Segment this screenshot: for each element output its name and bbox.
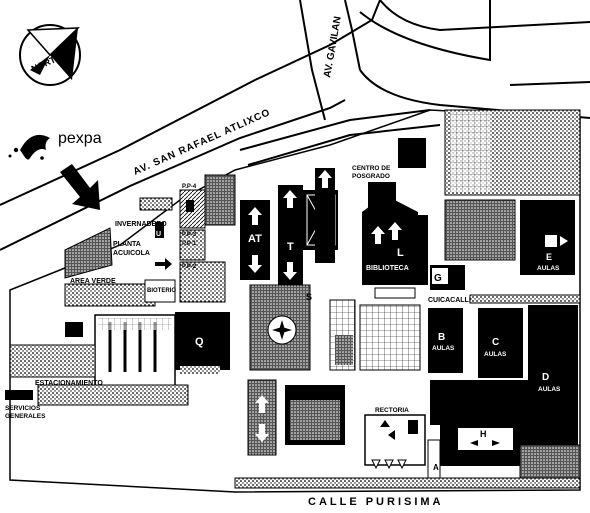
label-bioterio: BIOTERIO [147, 288, 176, 294]
roads [0, 0, 590, 251]
label-aulas-c: AULAS [484, 351, 507, 358]
label-a: A [433, 463, 439, 472]
label-cuicacalli: CUICACALLI [428, 297, 471, 304]
label-posgrado-1: CENTRO DE [352, 165, 391, 172]
label-posgrado-2: POSGRADO [352, 173, 390, 180]
label-b: B [438, 332, 445, 343]
label-biblioteca: BIBLIOTECA [366, 265, 409, 272]
building-q: Q [175, 312, 230, 374]
label-rectoria: RECTORIA [375, 407, 409, 414]
building-a: A [427, 439, 441, 481]
label-area-verde: AREA VERDE [70, 278, 116, 285]
label-pp2: P.P-2 [182, 264, 197, 270]
label-l: L [397, 247, 404, 259]
area-s: S [249, 284, 356, 371]
north-compass-icon: NORTE [19, 24, 81, 86]
label-planta-2: ACUICOLA [113, 250, 150, 257]
label-aulas-d: AULAS [538, 386, 561, 393]
label-c: C [492, 337, 499, 348]
building-biblioteca: L BIBLIOTECA [362, 195, 428, 299]
label-aulas-b: AULAS [432, 345, 455, 352]
logo-text: pexpa [58, 130, 102, 147]
pexpa-logo: pexpa [8, 130, 102, 160]
label-invernadero: INVERNADERO [115, 221, 167, 228]
label-at: AT [248, 233, 262, 245]
area-bioterio [144, 279, 176, 303]
area-left-dots [9, 344, 96, 378]
label-d: D [542, 372, 549, 383]
building-cd-connector [430, 380, 530, 425]
label-t: T [287, 241, 294, 253]
label-pp1: P.P-1 [182, 241, 197, 247]
building-servicios [5, 390, 33, 400]
area-lower-left-dense [247, 379, 277, 456]
label-e: E [546, 252, 552, 262]
arrow-lower-left-2-icon [255, 424, 269, 442]
building-d: D AULAS [528, 305, 578, 455]
label-servicios-2: GENERALES [5, 413, 46, 420]
entrance-arrow-icon [60, 164, 100, 210]
building-b: B AULAS [428, 308, 463, 373]
area-left-small-block [65, 322, 83, 337]
label-estacionamiento: ESTACIONAMIENTO [35, 380, 103, 387]
label-h: H [480, 429, 487, 439]
arrow-lower-left-icon [255, 395, 269, 413]
label-pp3: P.P-3 [182, 232, 197, 238]
label-s: S [306, 292, 312, 302]
label-planta-1: PLANTA [113, 241, 141, 248]
building-c: C AULAS [478, 308, 523, 378]
area-top-grid [450, 112, 490, 192]
label-aulas-e: AULAS [537, 265, 560, 272]
area-green-dark [64, 227, 113, 279]
label-u: U [156, 231, 161, 238]
area-invernadero: INVERNADERO [115, 197, 173, 228]
arrow-planta-icon [155, 258, 172, 270]
label-servicios-1: SERVICIOS [5, 405, 41, 412]
label-g: G [434, 273, 442, 284]
label-pp4: P.P-4 [182, 184, 197, 190]
street-av-san-rafael: AV. SAN RAFAEL ATLIXCO [132, 107, 273, 178]
parking-lot [94, 314, 176, 391]
area-center-sand [444, 199, 516, 261]
building-h: H [440, 418, 530, 466]
pp-buildings: P.P-4 P.P-3 P.P-1 P.P-2 [179, 174, 236, 303]
area-center-grid [359, 304, 421, 371]
street-calle-purisima: CALLE PURISIMA [308, 496, 444, 508]
building-at: AT [240, 200, 270, 280]
label-q: Q [195, 336, 204, 348]
area-left-lower-dots [37, 384, 189, 406]
building-e: E AULAS [520, 200, 575, 275]
building-posgrado-tower [315, 168, 335, 263]
area-cuicacalli-strip [469, 294, 581, 304]
building-g: G [430, 265, 465, 290]
building-u [155, 222, 164, 238]
arrow-posgrado-icon [318, 170, 332, 188]
area-lower-center-dots [290, 400, 340, 440]
area-bottom-strip [234, 477, 581, 489]
building-top-right-black [398, 138, 426, 168]
area-verde-block [64, 283, 156, 307]
building-rectoria: RECTORIA [364, 407, 426, 470]
